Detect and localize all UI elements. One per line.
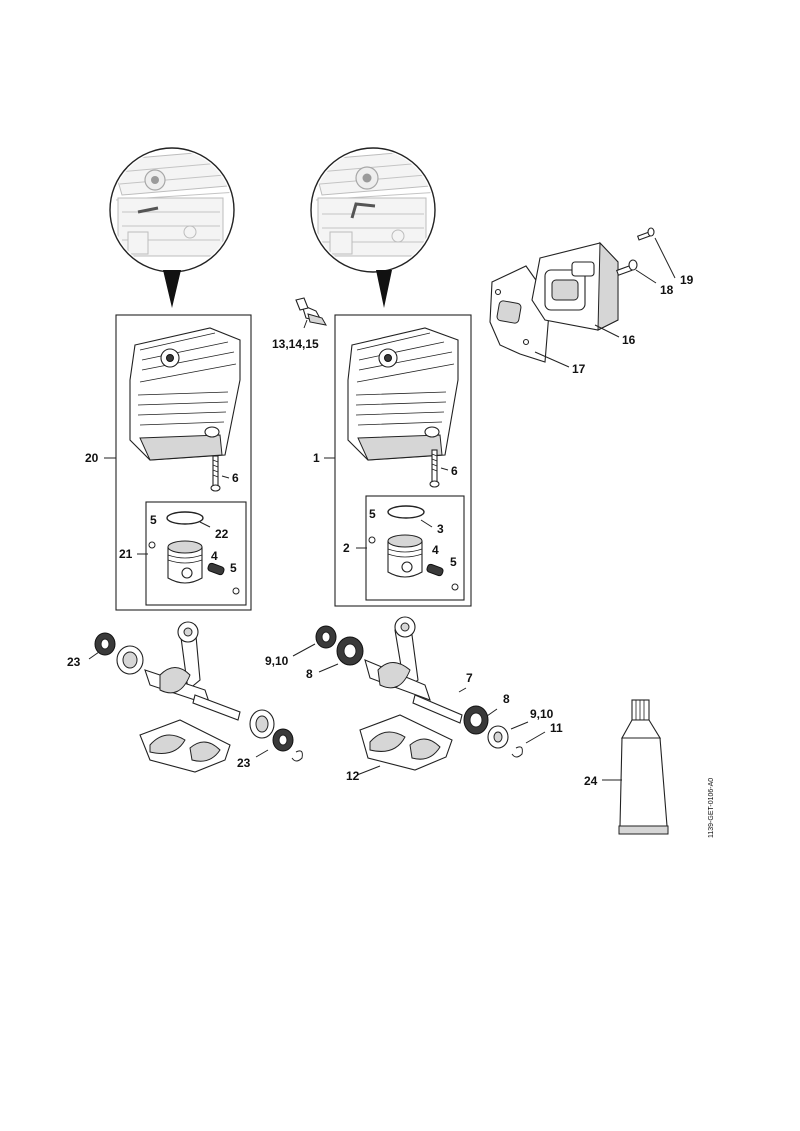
callout-19: 19 — [680, 273, 694, 287]
callout-5-left-b: 5 — [230, 561, 237, 575]
crankcase-right — [359, 714, 453, 771]
callout-5-right-b: 5 — [450, 555, 457, 569]
crankcase-left — [139, 719, 231, 773]
callout-1: 1 — [313, 451, 320, 465]
callout-5-left-a: 5 — [150, 513, 157, 527]
callout-3: 3 — [437, 522, 444, 536]
callout-20: 20 — [85, 451, 99, 465]
screw-right — [429, 449, 440, 488]
callout-6-left: 6 — [232, 471, 239, 485]
callout-18: 18 — [660, 283, 674, 297]
callout-4-right: 4 — [432, 543, 439, 557]
piston-left — [148, 511, 240, 595]
callout-9-10-bottom: 9,10 — [530, 707, 554, 721]
leader-lines — [88, 237, 676, 781]
callout-23-bottom: 23 — [237, 756, 251, 770]
cylinder-right — [347, 327, 459, 461]
reference-code: 1139-GET-0106-A0 — [708, 778, 715, 838]
callout-24: 24 — [584, 774, 598, 788]
cylinder-kit-box-right — [334, 314, 472, 607]
callout-17: 17 — [572, 362, 586, 376]
callout-2: 2 — [343, 541, 350, 555]
callout-21: 21 — [119, 547, 133, 561]
callout-8-top: 8 — [306, 667, 313, 681]
callout-16: 16 — [622, 333, 636, 347]
callout-4-left: 4 — [211, 549, 218, 563]
callout-labels: 20 1 2 3 4 4 5 5 5 5 6 6 7 8 8 9,10 9,10… — [67, 273, 694, 788]
crankshaft-right — [315, 616, 523, 758]
detail-circle-right — [310, 147, 436, 308]
callout-13-14-15: 13,14,15 — [272, 337, 319, 351]
cylinder-left — [129, 327, 241, 461]
crankshaft-left — [94, 621, 303, 762]
callout-23-top: 23 — [67, 655, 81, 669]
callout-22: 22 — [215, 527, 229, 541]
muffler-nut — [636, 227, 655, 241]
callout-11: 11 — [550, 721, 563, 735]
callout-6-right: 6 — [451, 464, 458, 478]
callout-8-bottom: 8 — [503, 692, 510, 706]
spark-plug — [295, 297, 327, 326]
muffler-screw — [616, 259, 638, 276]
grease-tube — [618, 699, 669, 835]
cylinder-kit-box-left — [115, 314, 252, 611]
muffler — [531, 241, 619, 331]
callout-5-right-a: 5 — [369, 507, 376, 521]
piston-right — [368, 505, 459, 591]
callout-7: 7 — [466, 671, 473, 685]
detail-circle-left — [109, 147, 235, 308]
callout-9-10-top: 9,10 — [265, 654, 289, 668]
screw-left — [210, 455, 221, 492]
callout-12: 12 — [346, 769, 360, 783]
